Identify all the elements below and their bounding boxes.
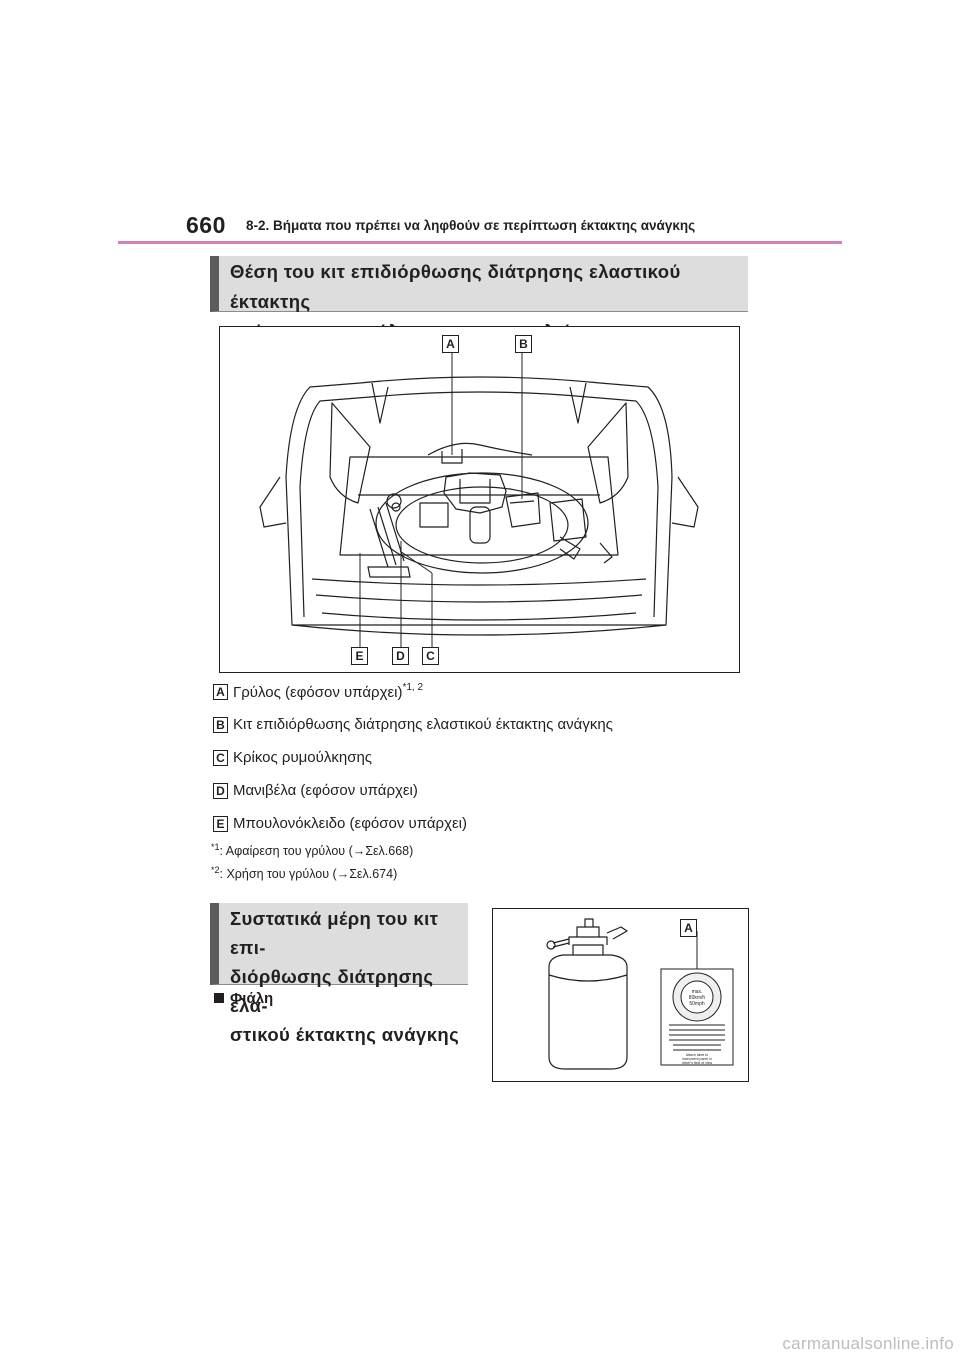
legend-key-box: E bbox=[213, 816, 228, 832]
figure-key-d: D bbox=[392, 647, 409, 665]
label-max: max. bbox=[692, 989, 703, 995]
legend-text: Μανιβέλα (εφόσον υπάρχει) bbox=[233, 782, 418, 799]
footnote-mark: *1 bbox=[211, 842, 220, 852]
chapter-title: 8-2. Βήματα που πρέπει να ληφθούν σε περ… bbox=[246, 218, 696, 233]
footnote-use-jack: *2: Χρήση του γρύλου (→Σελ.674) bbox=[211, 865, 397, 881]
legend-key-box: B bbox=[213, 717, 228, 733]
footnote-remove-jack: *1: Αφαίρεση του γρύλου (→Σελ.668) bbox=[211, 842, 413, 858]
bullet-square-icon bbox=[214, 993, 224, 1003]
legend-text: Κρίκος ρυμούλκησης bbox=[233, 749, 373, 766]
legend-label: Γρύλος (εφόσον υπάρχει) bbox=[233, 684, 403, 701]
heading-line: στικού έκτακτης ανάγκης bbox=[230, 1024, 460, 1045]
label-mph: 50mph bbox=[689, 1001, 705, 1007]
legend-key-box: C bbox=[213, 750, 228, 766]
sealant-bottle-illustration: max. 80km/h 50mph Attach label to instru… bbox=[492, 908, 749, 1082]
section-heading-locations: Θέση του κιτ επιδιόρθωσης διάτρησης ελασ… bbox=[210, 256, 748, 342]
figure-key-b: B bbox=[515, 335, 532, 353]
bottle-drawing: max. 80km/h 50mph Attach label to instru… bbox=[546, 918, 734, 1070]
figure-key-a: A bbox=[680, 919, 697, 937]
legend-text: Μπουλονόκλειδο (εφόσον υπάρχει) bbox=[233, 815, 467, 832]
figure-key-e: E bbox=[351, 647, 368, 665]
page-number: 660 bbox=[186, 212, 226, 238]
label-kmh: 80km/h bbox=[689, 995, 706, 1001]
footnote-text: : Αφαίρεση του γρύλου (→Σελ.668) bbox=[219, 844, 414, 859]
trunk-illustration: A B E D C bbox=[219, 326, 740, 673]
bullet-bottle: Φιάλη bbox=[214, 990, 273, 1007]
figure-key-c: C bbox=[422, 647, 439, 665]
legend-text: Γρύλος (εφόσον υπάρχει)*1, 2 bbox=[233, 682, 424, 701]
bullet-label: Φιάλη bbox=[230, 990, 274, 1007]
label-instruction: Attach label to bbox=[686, 1053, 708, 1057]
footnote-ref: *1, 2 bbox=[402, 682, 424, 693]
trunk-drawing bbox=[259, 353, 699, 647]
figure-key-a: A bbox=[442, 335, 459, 353]
legend-text: Κιτ επιδιόρθωσης διάτρησης ελαστικού έκτ… bbox=[233, 716, 613, 733]
heading-line: Θέση του κιτ επιδιόρθωσης διάτρησης ελασ… bbox=[230, 261, 681, 312]
label-instruction: instrument panel in bbox=[682, 1057, 712, 1061]
legend-key-box: A bbox=[213, 684, 228, 700]
watermark: carmanualsonline.info bbox=[782, 1334, 954, 1353]
footnote-mark: *2 bbox=[211, 865, 220, 875]
footnote-text: : Χρήση του γρύλου (→Σελ.674) bbox=[219, 867, 398, 882]
legend-key-box: D bbox=[213, 783, 228, 799]
heading-line: διόρθωσης διάτρησης ελα- bbox=[230, 966, 434, 1016]
heading-line: Συστατικά μέρη του κιτ επι- bbox=[230, 908, 439, 958]
section-heading-kit-components: Συστατικά μέρη του κιτ επι- διόρθωσης δι… bbox=[210, 903, 468, 1045]
label-instruction: driver's field of view bbox=[682, 1061, 713, 1065]
header-rule bbox=[118, 241, 842, 244]
